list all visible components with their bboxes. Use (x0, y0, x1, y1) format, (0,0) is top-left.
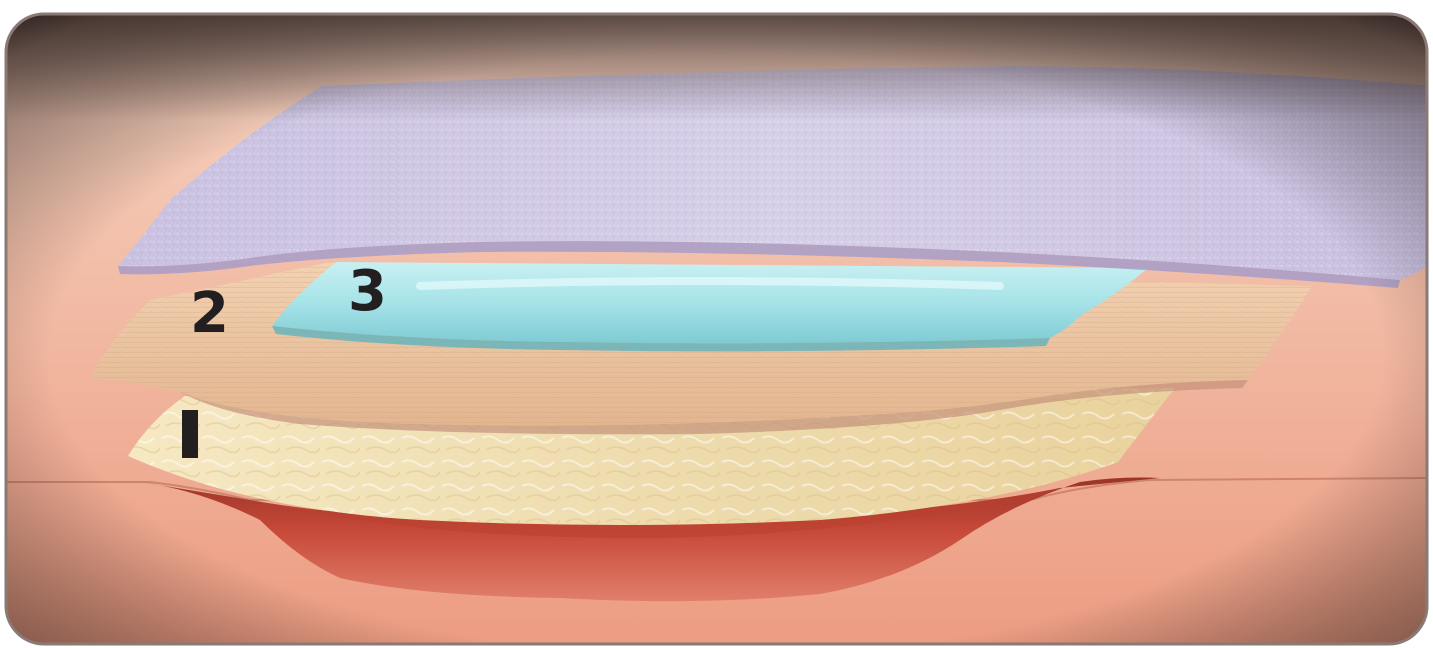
layer-3-label: 3 (348, 259, 387, 324)
layer-1-label (182, 410, 198, 458)
layer-2-label: 2 (190, 281, 229, 346)
